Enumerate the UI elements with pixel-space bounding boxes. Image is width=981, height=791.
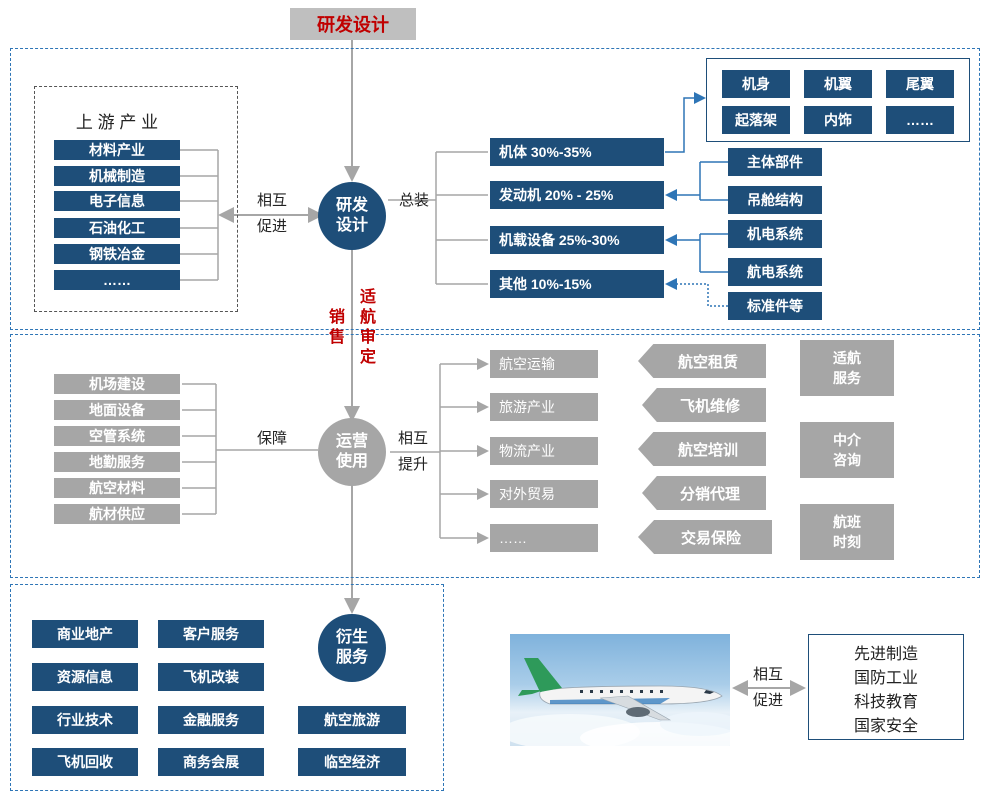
support-item: 航材供应 (54, 504, 180, 524)
assembly-avionics: 机载设备 25%-30% (490, 226, 664, 254)
rd-right-label: 总装 (398, 191, 429, 209)
operation-circle: 运营 使用 (318, 418, 386, 486)
sub-part: 机电系统 (728, 220, 822, 248)
airframe-part: 尾翼 (886, 70, 954, 98)
industry-item: 对外贸易 (490, 480, 598, 508)
industry-item: 物流产业 (490, 437, 598, 465)
operation-section (10, 334, 980, 578)
derivative-item: 商务会展 (158, 748, 264, 776)
sub-part: 标准件等 (728, 292, 822, 320)
benefit-item: 先进制造 (853, 646, 918, 663)
derivative-item: 航空旅游 (298, 706, 406, 734)
service-tag: 航空租赁 (638, 344, 766, 378)
derivative-item: 商业地产 (32, 620, 138, 648)
upstream-item: 石油化工 (54, 218, 180, 238)
industry-item: 航空运输 (490, 350, 598, 378)
assembly-engine: 发动机 20% - 25% (490, 181, 664, 209)
support-item: 地勤服务 (54, 452, 180, 472)
support-item: 地面设备 (54, 400, 180, 420)
industry-item: 旅游产业 (490, 393, 598, 421)
mutual-label: 相互 促进 (752, 666, 783, 709)
airframe-part: 起落架 (722, 106, 790, 134)
service-tag: 飞机维修 (642, 388, 766, 422)
upstream-item: 钢铁冶金 (54, 244, 180, 264)
service-tag: 交易保险 (638, 520, 772, 554)
benefit-item: 国防工业 (853, 670, 918, 687)
top-title: 研发设计 (290, 8, 416, 40)
derivative-item: 飞机回收 (32, 748, 138, 776)
airframe-part: 机翼 (804, 70, 872, 98)
right-service-box: 适航 服务 (800, 340, 894, 396)
support-item: 机场建设 (54, 374, 180, 394)
upstream-frame (34, 86, 238, 312)
right-service-box: 中介 咨询 (800, 422, 894, 478)
derivative-item: 金融服务 (158, 706, 264, 734)
benefit-item: 科技教育 (853, 694, 918, 711)
sub-part: 吊舱结构 (728, 186, 822, 214)
assembly-airframe: 机体 30%-35% (490, 138, 664, 166)
airframe-parts-frame (706, 58, 970, 142)
airframe-part: 内饰 (804, 106, 872, 134)
rd-section (10, 48, 980, 330)
operation-left-label: 保障 (256, 429, 287, 447)
derivative-circle: 衍生 服务 (318, 614, 386, 682)
derivative-item: 客户服务 (158, 620, 264, 648)
airworthiness-label: 适航审定 (359, 289, 376, 366)
benefit-item: 国家安全 (853, 718, 918, 735)
sub-part: 航电系统 (728, 258, 822, 286)
industry-item: …… (490, 524, 598, 552)
upstream-item: …… (54, 270, 180, 290)
upstream-title: 上 游 产 业 (75, 112, 159, 132)
airplane-image (510, 634, 730, 746)
sub-part: 主体部件 (728, 148, 822, 176)
derivative-item: 资源信息 (32, 663, 138, 691)
support-item: 航空材料 (54, 478, 180, 498)
derivative-item: 飞机改装 (158, 663, 264, 691)
sales-label: 销售 (328, 309, 345, 346)
rd-left-label: 相互 促进 (256, 192, 287, 235)
upstream-item: 材料产业 (54, 140, 180, 160)
airframe-part: 机身 (722, 70, 790, 98)
benefits-box: 先进制造 国防工业 科技教育 国家安全 (808, 634, 964, 740)
airframe-part: …… (886, 106, 954, 134)
assembly-other: 其他 10%-15% (490, 270, 664, 298)
derivative-item: 临空经济 (298, 748, 406, 776)
derivative-item: 行业技术 (32, 706, 138, 734)
upstream-item: 电子信息 (54, 191, 180, 211)
rd-circle: 研发 设计 (318, 182, 386, 250)
service-tag: 航空培训 (638, 432, 766, 466)
right-service-box: 航班 时刻 (800, 504, 894, 560)
upstream-item: 机械制造 (54, 166, 180, 186)
service-tag: 分销代理 (642, 476, 766, 510)
operation-right-label: 相互 提升 (397, 430, 428, 473)
support-item: 空管系统 (54, 426, 180, 446)
